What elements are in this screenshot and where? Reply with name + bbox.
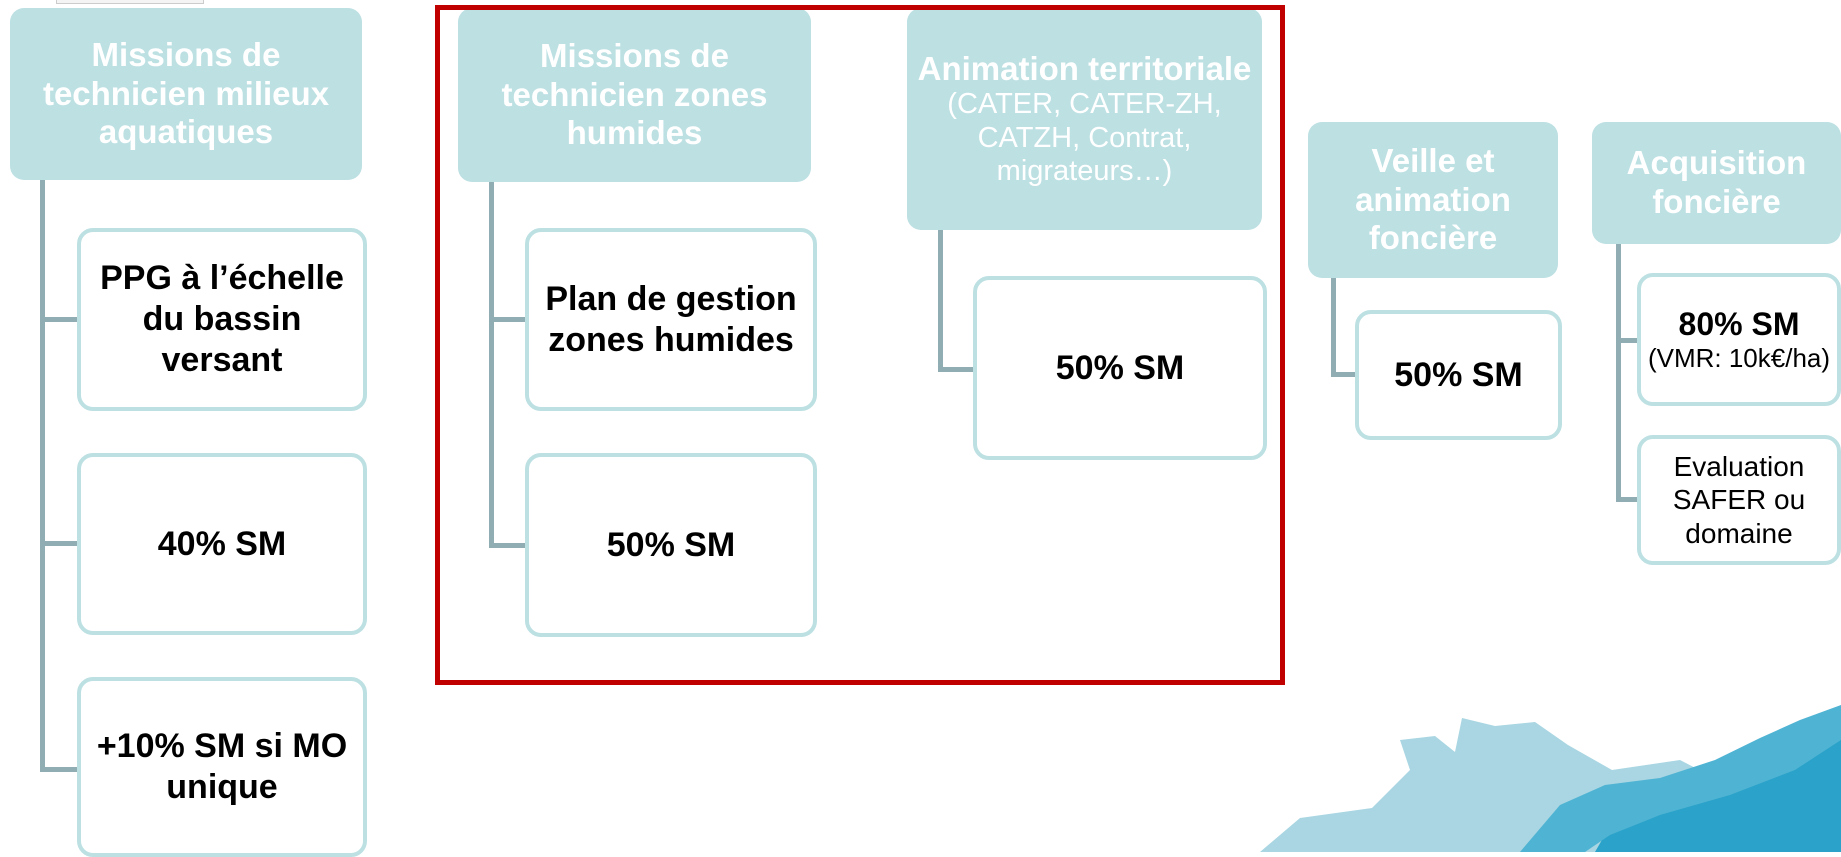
box-plan-gestion-text: Plan de gestion zones humides xyxy=(545,279,797,359)
connector-branch-col5-2 xyxy=(1616,497,1640,502)
header-animation-territoriale-label: Animation territoriale xyxy=(917,49,1252,87)
connector-branch-col3-1 xyxy=(938,367,978,372)
header-veille-fonciere: Veille et animation foncière xyxy=(1308,122,1558,278)
header-milieux-aquatiques-label: Missions de technicien milieux aquatique… xyxy=(42,35,330,151)
connector-trunk-col3 xyxy=(938,230,943,372)
box-40-sm: 40% SM xyxy=(77,453,367,635)
box-50-sm-animation-text: 50% SM xyxy=(1055,348,1185,387)
box-evaluation-safer: Evaluation SAFER ou domaine xyxy=(1637,435,1841,565)
connector-branch-col2-2 xyxy=(489,543,529,548)
box-80-sm-detail: (VMR: 10k€/ha) xyxy=(1647,343,1831,374)
box-50-sm-zh-text: 50% SM xyxy=(606,525,736,564)
connector-branch-col5-1 xyxy=(1616,338,1640,343)
connector-trunk-col1 xyxy=(40,180,45,772)
wave-mid-shape xyxy=(1520,705,1841,852)
header-zones-humides-label: Missions de technicien zones humides xyxy=(501,36,768,152)
connector-branch-col1-2 xyxy=(40,541,80,546)
header-veille-fonciere-label: Veille et animation foncière xyxy=(1355,141,1511,257)
header-zones-humides: Missions de technicien zones humides xyxy=(458,8,811,182)
box-40-sm-text: 40% SM xyxy=(157,524,287,563)
box-80-sm-main: 80% SM xyxy=(1678,305,1800,342)
connector-branch-col4-1 xyxy=(1331,372,1359,377)
box-50-sm-veille: 50% SM xyxy=(1355,310,1562,440)
box-plan-gestion: Plan de gestion zones humides xyxy=(525,228,817,411)
box-evaluation-safer-text: Evaluation SAFER ou domaine xyxy=(1672,450,1806,549)
connector-branch-col1-3 xyxy=(40,767,80,772)
box-50-sm-zh: 50% SM xyxy=(525,453,817,637)
box-ppg-text: PPG à l’échelle du bassin versant xyxy=(100,259,344,379)
connector-branch-col1-1 xyxy=(40,317,80,322)
header-animation-territoriale: Animation territoriale (CATER, CATER-ZH,… xyxy=(907,8,1262,230)
header-animation-territoriale-sublabel: (CATER, CATER-ZH, CATZH, Contrat, migrat… xyxy=(947,88,1222,188)
wave-dark-shape xyxy=(1595,715,1841,852)
connector-trunk-col5 xyxy=(1616,244,1621,502)
header-milieux-aquatiques: Missions de technicien milieux aquatique… xyxy=(10,8,362,180)
box-ppg: PPG à l’échelle du bassin versant xyxy=(77,228,367,411)
box-10-sm-mo-unique: +10% SM si MO unique xyxy=(77,677,367,857)
top-tab-remnant xyxy=(56,0,204,4)
box-50-sm-animation: 50% SM xyxy=(973,276,1267,460)
box-80-sm: 80% SM (VMR: 10k€/ha) xyxy=(1637,273,1841,406)
header-acquisition-fonciere: Acquisition foncière xyxy=(1592,122,1841,244)
connector-trunk-col2 xyxy=(489,182,494,548)
header-acquisition-fonciere-label: Acquisition foncière xyxy=(1626,144,1807,220)
connector-branch-col2-1 xyxy=(489,317,529,322)
box-10-sm-mo-unique-text: +10% SM si MO unique xyxy=(96,727,348,806)
box-50-sm-veille-text: 50% SM xyxy=(1394,355,1523,394)
connector-trunk-col4 xyxy=(1331,278,1336,377)
